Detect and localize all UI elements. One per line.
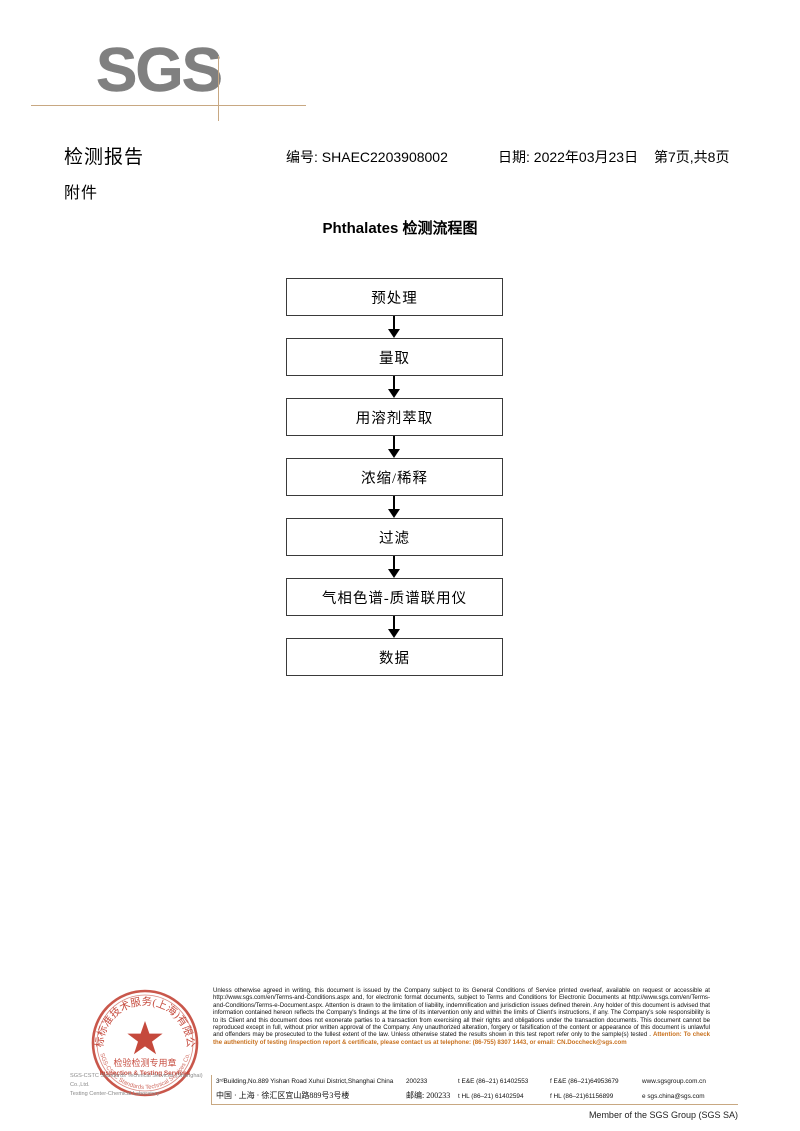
postcode-en: 200233 — [406, 1078, 428, 1085]
logo-vertical-rule — [218, 56, 219, 121]
flow-arrow-6 — [286, 616, 503, 638]
laboratory-name-line1: SGS-CSTC Standards Technical Services (S… — [70, 1073, 203, 1088]
flow-step-gcms: 气相色谱-质谱联用仪 — [286, 578, 503, 616]
address-en: 3ʳᵈBuilding,No.889 Yishan Road Xuhui Dis… — [216, 1078, 394, 1085]
address-row-en: 3ʳᵈBuilding,No.889 Yishan Road Xuhui Dis… — [216, 1078, 738, 1090]
flow-step-filtration: 过滤 — [286, 518, 503, 556]
flow-arrow-4 — [286, 496, 503, 518]
arrow-stem — [393, 316, 396, 331]
postcode-cn: 邮编: 200233 — [406, 1091, 451, 1100]
flow-arrow-3 — [286, 436, 503, 458]
telephone-hl: t HL (86–21) 61402594 — [458, 1093, 524, 1100]
laboratory-name-line2: Testing Center-Chemical Laboratory — [70, 1091, 160, 1097]
telephone-ee: t E&E (86–21) 61402553 — [458, 1078, 529, 1085]
address-row-cn: 中国 · 上海 · 徐汇区宜山路889号3号楼 邮编: 200233 t HL … — [216, 1090, 738, 1102]
flowchart: 预处理 量取 用溶剂萃取 浓缩/稀释 过滤 气相色谱-质谱联用仪 — [286, 278, 503, 676]
flow-step-concentrate-dilute: 浓缩/稀释 — [286, 458, 503, 496]
arrow-stem — [393, 616, 396, 631]
sgs-group-member-note: Member of the SGS Group (SGS SA) — [588, 1110, 738, 1120]
legal-fineprint: Unless otherwise agreed in writing, this… — [213, 987, 710, 1046]
page-indicator: 第7页,共8页 — [654, 149, 730, 165]
footer-horizontal-rule — [211, 1104, 738, 1105]
arrow-head-icon — [388, 629, 400, 638]
company-seal-stamp: 通标标准技术服务(上海)有限公司 SGS-CSTC Standards Tech… — [84, 985, 206, 1107]
arrow-stem — [393, 556, 396, 571]
svg-text:Inspection & Testing Services: Inspection & Testing Services — [100, 1070, 191, 1077]
fax-hl: f HL (86–21)61156899 — [550, 1093, 614, 1100]
arrow-head-icon — [388, 509, 400, 518]
flow-step-pretreatment: 预处理 — [286, 278, 503, 316]
arrow-stem — [393, 496, 396, 511]
fax-ee: f E&E (86–21)64953679 — [550, 1078, 619, 1085]
company-address-block: 3ʳᵈBuilding,No.889 Yishan Road Xuhui Dis… — [216, 1078, 738, 1102]
attention-notice: Attention: To check the authenticity of … — [213, 1031, 710, 1046]
seal-icon: 通标标准技术服务(上海)有限公司 SGS-CSTC Standards Tech… — [84, 985, 199, 1097]
report-number: 编号: SHAEC2203908002 — [286, 149, 448, 165]
legal-terms-text: Unless otherwise agreed in writing, this… — [213, 987, 710, 1039]
arrow-stem — [393, 436, 396, 451]
email-link[interactable]: e sgs.china@sgs.com — [642, 1093, 705, 1100]
sgs-logo: SGS — [31, 36, 306, 121]
svg-text:检验检测专用章: 检验检测专用章 — [113, 1057, 176, 1068]
flow-step-data: 数据 — [286, 638, 503, 676]
arrow-head-icon — [388, 329, 400, 338]
logo-horizontal-rule — [31, 105, 306, 106]
page-title: 检测报告 — [64, 147, 145, 168]
address-cn: 中国 · 上海 · 徐汇区宜山路889号3号楼 — [216, 1091, 350, 1100]
flow-arrow-1 — [286, 316, 503, 338]
website-link[interactable]: www.sgsgroup.com.cn — [642, 1078, 706, 1085]
flow-step-solvent-extraction: 用溶剂萃取 — [286, 398, 503, 436]
arrow-head-icon — [388, 449, 400, 458]
report-date: 日期: 2022年03月23日 — [498, 149, 639, 165]
flow-arrow-5 — [286, 556, 503, 578]
laboratory-name: SGS-CSTC Standards Technical Services (S… — [70, 1072, 220, 1099]
arrow-head-icon — [388, 569, 400, 578]
flow-arrow-2 — [286, 376, 503, 398]
footer-vertical-rule — [211, 1075, 212, 1105]
arrow-stem — [393, 376, 396, 391]
arrow-head-icon — [388, 389, 400, 398]
sgs-logo-text: SGS — [96, 36, 223, 105]
flowchart-title: Phthalates 检测流程图 — [322, 220, 478, 237]
flow-step-measure: 量取 — [286, 338, 503, 376]
attachment-label: 附件 — [64, 185, 99, 202]
